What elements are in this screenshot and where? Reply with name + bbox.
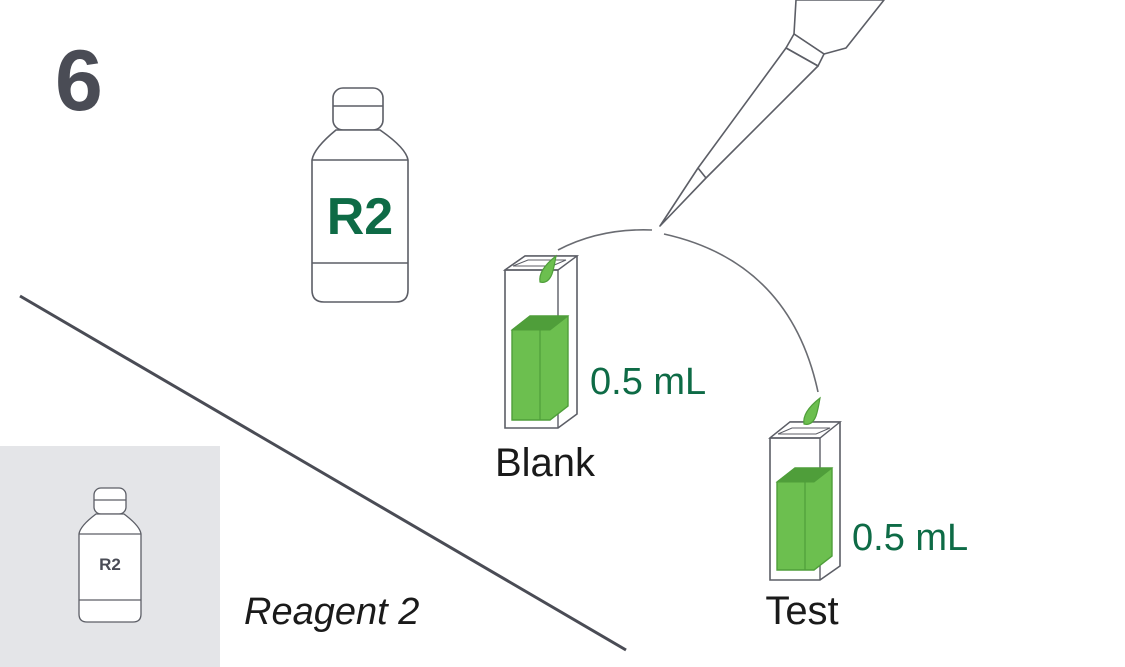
reagent-bottle	[311, 87, 409, 303]
blank-volume: 0.5 mL	[590, 361, 706, 403]
pipette-tip	[659, 47, 819, 227]
bottle-cap	[332, 87, 384, 131]
bottle-label: R2	[327, 188, 393, 246]
dispensing-arc-2	[663, 233, 819, 393]
dispensing-arc	[557, 229, 653, 251]
step-number: 6	[55, 33, 103, 129]
test-drop-icon	[803, 396, 821, 425]
legend-bottle-icon	[78, 487, 142, 623]
blank-label: Blank	[495, 441, 596, 485]
legend-caption: Reagent 2	[244, 591, 419, 633]
legend-bottle-label: R2	[99, 555, 121, 574]
bottle-body	[311, 129, 409, 303]
test-cuvette	[768, 396, 842, 581]
pipette-barrel	[793, 0, 885, 55]
blank-cuvette	[502, 254, 580, 429]
test-volume: 0.5 mL	[852, 517, 968, 559]
blank-drop-icon	[539, 254, 557, 283]
pipette	[659, 0, 885, 227]
test-label: Test	[765, 589, 838, 633]
divider-line	[19, 294, 627, 652]
